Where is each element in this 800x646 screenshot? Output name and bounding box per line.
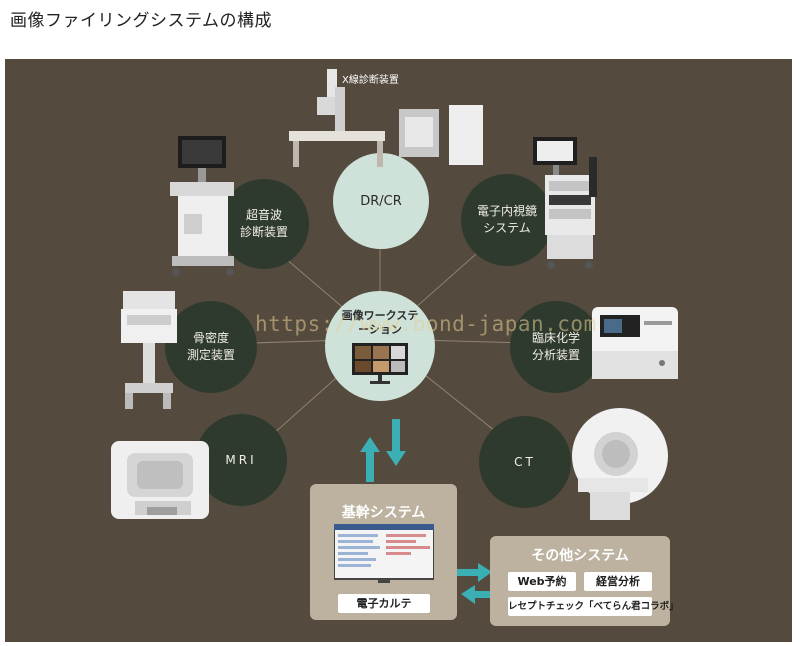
node-clinical-chem-label: 臨床化学 分析装置 [531, 331, 580, 362]
arrow-down [386, 419, 406, 466]
node-clinical-chem: 臨床化学 分析装置 [510, 301, 602, 393]
endoscope-device-icon [533, 137, 597, 269]
clinical-chem-device-icon [592, 307, 678, 379]
ehr-chip: 電子カルテ [338, 594, 430, 613]
workstation-monitor-icon [352, 343, 408, 384]
node-ultrasound-label: 超音波 診断装置 [239, 208, 288, 239]
core-system-box: 基幹システム 電子カルテ [310, 484, 457, 620]
node-bone-density: 骨密度 測定装置 [165, 301, 257, 393]
node-ct-label: CT [514, 454, 536, 469]
other-system-box: その他システム Web予約 経営分析 レセプトチェック「べてらん君コラボ」 [490, 536, 679, 626]
arrow-right [438, 563, 492, 582]
core-system-title: 基幹システム [341, 505, 426, 521]
ct-device-icon [572, 408, 668, 520]
page-title: 画像ファイリングシステムの構成 [10, 11, 272, 31]
watermark: https://www.bond-japan.com [255, 312, 597, 336]
node-endoscope-label: 電子内視鏡 システム [476, 204, 537, 235]
node-dr-cr-label: DR/CR [360, 193, 402, 209]
node-dr-cr: DR/CR [333, 153, 429, 249]
receipt-check-chip: レセプトチェック「べてらん君コラボ」 [508, 597, 679, 616]
ultrasound-device-icon [170, 136, 234, 276]
node-ct: CT [479, 416, 571, 508]
arrow-up [360, 437, 380, 482]
mri-device-icon [111, 441, 209, 519]
node-workstation: 画像ワークステーション [325, 291, 435, 401]
node-endoscope: 電子内視鏡 システム [461, 174, 553, 266]
node-mri-label: MRI [225, 452, 257, 467]
node-bone-density-label: 骨密度 測定装置 [186, 331, 235, 362]
bone-density-device-icon [121, 291, 177, 409]
other-system-title: その他システム [531, 548, 629, 564]
xray-caption: X線診断装置 [342, 75, 399, 86]
management-analysis-chip: 経営分析 [584, 572, 652, 591]
node-ultrasound: 超音波 診断装置 [219, 179, 309, 269]
node-mri: MRI [195, 414, 287, 506]
web-reservation-chip: Web予約 [508, 572, 576, 591]
xray-device-icon [289, 69, 483, 167]
workstation-label: 画像ワークステーション [341, 309, 419, 336]
ehr-screen-icon [334, 524, 434, 583]
diagram-panel: DR/CR 超音波 診断装置 電子内視鏡 システム 骨密度 測定装置 臨床化学 … [5, 59, 792, 642]
